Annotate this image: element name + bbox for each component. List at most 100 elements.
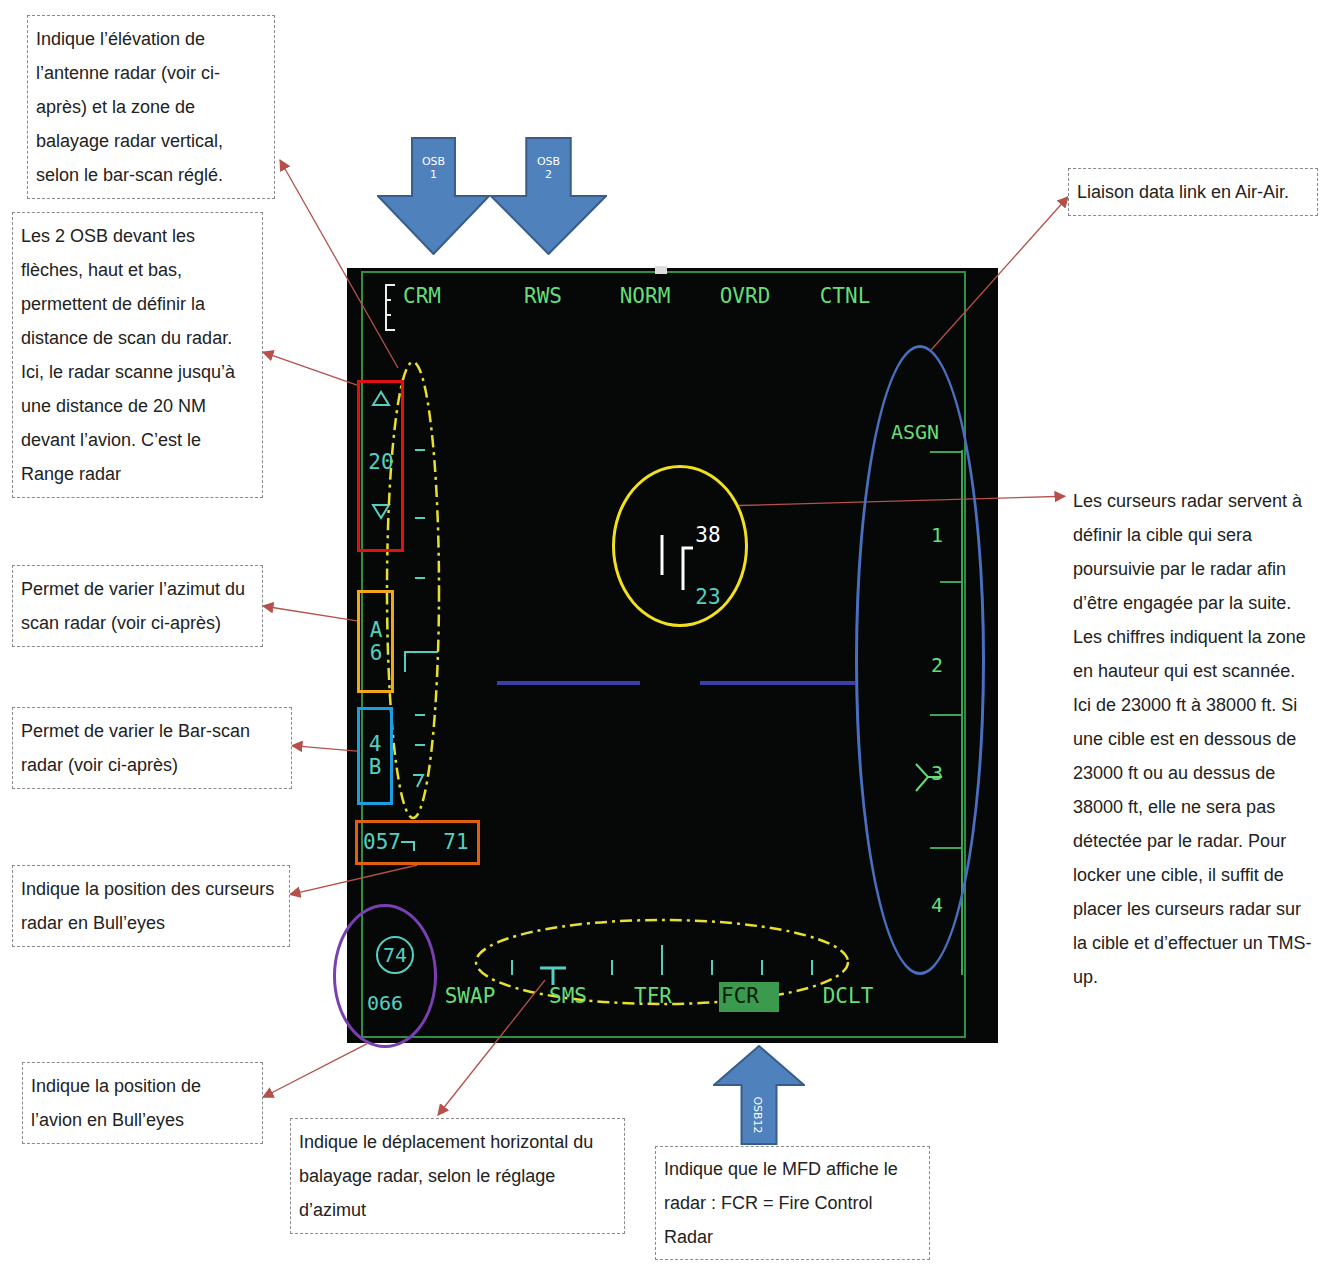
bracket-symbol [386,285,395,330]
text-holder: 3 [931,761,943,785]
arrow-shape [490,137,607,255]
screen-label: DCLT [823,984,874,1009]
ownship-bullseye-highlight: 74 066 [333,904,437,1048]
callout-text: Indique que le MFD affiche le radar : FC… [664,1152,921,1254]
leader-line [438,980,545,1115]
text-holder: 38 [695,523,720,548]
text-holder: SMS [549,984,587,1009]
leader-arrow [292,746,357,752]
callout-text: Indique la position de l’avion en Bull’e… [31,1069,254,1137]
osb-label: OSB12 [750,1096,763,1133]
fcr-highlight [719,982,779,1012]
text-holder: TFR [634,984,672,1009]
screen-label: SWAP [445,984,496,1009]
text-holder: 4 [931,893,943,917]
callout-text: Permet de varier le Bar-scan radar (voir… [21,714,283,782]
text-holder: DCLT [823,984,874,1009]
callout-box: Indique l’élévation de l’antenne radar (… [27,15,275,199]
screen-label: 066 [367,991,403,1015]
screen-label: FCR [721,984,759,1009]
callout-text: Liaison data link en Air-Air. [1077,175,1309,209]
screen-label: 4 [931,893,943,917]
screen-label: ASGN [891,420,939,444]
screen-label: RWS [524,284,562,309]
elevation-scale [405,450,438,787]
callout-text: Indique la position des curseurs radar e… [21,872,281,940]
range-highlight: 20 [357,380,404,552]
bullseye-symbol [401,842,414,851]
screen-label: 1 [931,523,943,547]
callout-text: Les 2 OSB devant les flèches, haut et ba… [21,219,254,491]
leader-arrow [739,496,1065,505]
assign-scale [930,450,962,975]
arrow-shape [377,137,490,255]
callout-box: Indique que le MFD affiche le radar : FC… [655,1146,930,1260]
screen-label: 4 B [369,733,382,779]
screen-label: 38 [695,523,720,548]
screen-label: 71 [443,830,468,855]
osb-arrow: OSB 1 [377,137,490,255]
bullseye-circle [377,937,413,973]
screen-label: OVRD [720,284,771,309]
radar-cursor [662,535,693,590]
datalink-highlight: ASGN 1 2 3 4 [855,345,985,975]
leader-arrow [263,1044,367,1098]
callout-box: Permet de varier le Bar-scan radar (voir… [12,707,292,789]
screen-label: A 6 [370,619,383,665]
text-holder: 4 B [369,733,382,779]
azimuth-ticks [512,945,812,975]
osb-arrow: OSB 2 [490,137,607,255]
arrow-fill [378,138,489,254]
callout-text: Permet de varier l’azimut du scan radar … [21,572,254,640]
text-holder: CRM [403,284,441,309]
screen-label: 20 [368,450,393,475]
text-holder: 20 [368,450,393,475]
text-holder: 23 [695,585,720,610]
text-holder: A 6 [370,619,383,665]
osb-label: OSB 1 [421,157,447,182]
elevation-highlight [387,362,439,818]
arrow-fill [491,138,606,254]
callout-box: Indique le déplacement horizontal du bal… [290,1118,625,1234]
cursor-bullseye-highlight: 057 71 [355,820,480,865]
text-holder: 057 [363,830,401,855]
callout-text: Indique le déplacement horizontal du bal… [299,1125,616,1227]
callout-box: Permet de varier l’azimut du scan radar … [12,565,263,647]
osb-arrow: OSB12 [713,1045,805,1145]
screen-label: 3 [931,761,943,785]
text-holder: RWS [524,284,562,309]
text-holder: 066 [367,991,403,1015]
text-holder: OSB 2 [536,157,562,183]
text-holder: NORM [620,284,671,309]
barscan-highlight: 4 B [357,707,393,805]
mfd-screen: CRM RWS NORM OVRD CTNL SWAP SMS TFR FCR DCLT 20 A 6… [347,268,998,1043]
callout-box: Liaison data link en Air-Air. [1068,168,1318,216]
azimuth-highlight: A 6 [357,590,394,693]
callout-text: Les curseurs radar servent à définir la … [1065,478,1323,1000]
arrow-fill [714,1046,804,1144]
text-holder: 74 [383,943,407,967]
text-holder: ASGN [891,420,939,444]
text-holder: OSB12 [750,1096,768,1133]
mfd-frame [362,272,965,1037]
azimuth-cursor [540,968,566,985]
screen-label: TFR [634,984,672,1009]
top-mark [655,266,667,274]
screen-label: CRM [403,284,441,309]
callout-box: Les 2 OSB devant les flèches, haut et ba… [12,212,263,498]
horizon-line [497,681,855,685]
text-holder: 71 [443,830,468,855]
screen-label: 23 [695,585,720,610]
leader-line [280,160,398,368]
text-holder: CTNL [820,284,871,309]
text-holder: 1 [931,523,943,547]
screen-label: 057 [363,830,401,855]
text-holder: 2 [931,653,943,677]
callout-text: Les curseurs radar servent à définir la … [1073,484,1315,994]
screen-label: 74 [383,943,407,967]
text-holder: SWAP [445,984,496,1009]
screen-label: NORM [620,284,671,309]
screen-label: 2 [931,653,943,677]
callout-box: Indique la position de l’avion en Bull’e… [22,1062,263,1144]
